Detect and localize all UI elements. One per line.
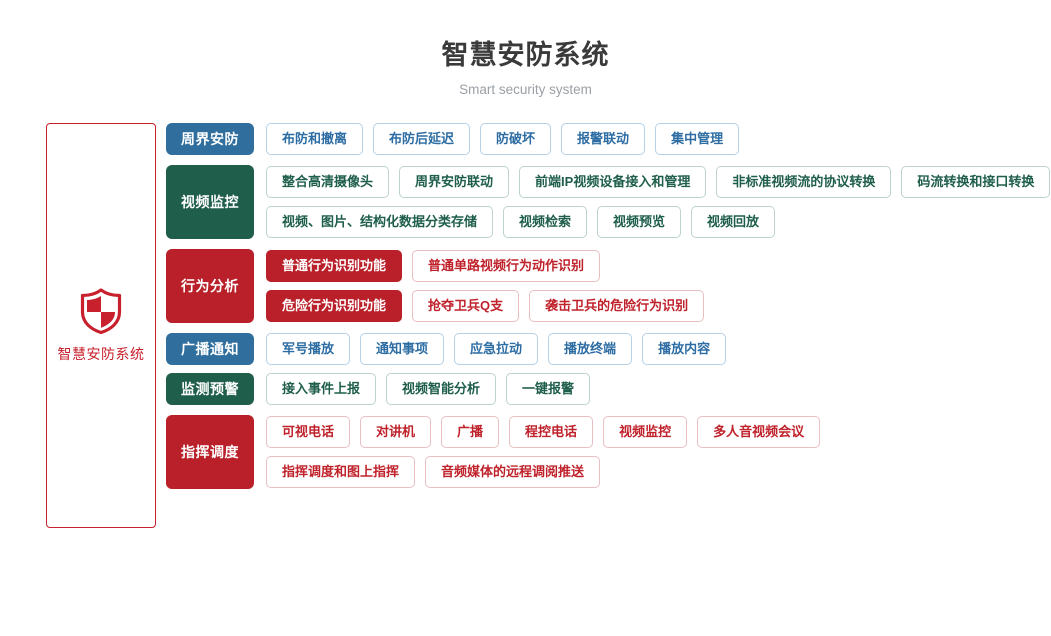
chip-item[interactable]: 码流转换和接口转换	[901, 166, 1051, 198]
brand-card: 智慧安防系统	[46, 123, 156, 528]
chip-item[interactable]: 布防后延迟	[373, 123, 471, 155]
row-command-dispatch: 指挥调度 可视电话 对讲机 广播 程控电话 视频监控 多人音视频会议 指挥调度和…	[166, 415, 1051, 489]
row-label-behavior-analysis[interactable]: 行为分析	[166, 249, 254, 323]
item-line: 军号播放 通知事项 应急拉动 播放终端 播放内容	[266, 333, 1051, 365]
page-title: 智慧安防系统	[441, 40, 610, 70]
chip-item[interactable]: 布防和撤离	[266, 123, 364, 155]
chip-item[interactable]: 音频媒体的远程调阅推送	[425, 456, 601, 488]
row-perimeter-security: 周界安防 布防和撤离 布防后延迟 防破坏 报警联动 集中管理	[166, 123, 1051, 155]
architecture-diagram: 智慧安防系统 周界安防 布防和撤离 布防后延迟 防破坏 报警联动 集中管理 视频…	[0, 123, 1051, 528]
row-label-command-dispatch[interactable]: 指挥调度	[166, 415, 254, 489]
chip-item[interactable]: 抢夺卫兵Q支	[412, 290, 520, 322]
row-items-monitoring-alert: 接入事件上报 视频智能分析 一键报警	[266, 373, 1051, 405]
row-video-surveillance: 视频监控 整合高清摄像头 周界安防联动 前端IP视频设备接入和管理 非标准视频流…	[166, 165, 1051, 239]
row-label-monitoring-alert[interactable]: 监测预警	[166, 373, 254, 405]
item-line: 布防和撤离 布防后延迟 防破坏 报警联动 集中管理	[266, 123, 1051, 155]
chip-item[interactable]: 前端IP视频设备接入和管理	[519, 166, 707, 198]
item-line: 危险行为识别功能 抢夺卫兵Q支 袭击卫兵的危险行为识别	[266, 290, 1051, 322]
item-line: 指挥调度和图上指挥 音频媒体的远程调阅推送	[266, 456, 1051, 488]
chip-item-primary[interactable]: 危险行为识别功能	[266, 290, 403, 322]
chip-item[interactable]: 视频回放	[691, 206, 776, 238]
row-list: 周界安防 布防和撤离 布防后延迟 防破坏 报警联动 集中管理 视频监控 整合高清…	[166, 123, 1051, 489]
row-monitoring-alert: 监测预警 接入事件上报 视频智能分析 一键报警	[166, 373, 1051, 405]
chip-item[interactable]: 整合高清摄像头	[266, 166, 390, 198]
row-label-broadcast-notice[interactable]: 广播通知	[166, 333, 254, 365]
chip-item[interactable]: 非标准视频流的协议转换	[716, 166, 892, 198]
row-items-broadcast-notice: 军号播放 通知事项 应急拉动 播放终端 播放内容	[266, 333, 1051, 365]
row-items-video-surveillance: 整合高清摄像头 周界安防联动 前端IP视频设备接入和管理 非标准视频流的协议转换…	[266, 165, 1051, 239]
chip-item[interactable]: 应急拉动	[454, 333, 539, 365]
chip-item[interactable]: 视频监控	[603, 416, 688, 448]
chip-item[interactable]: 一键报警	[506, 373, 591, 405]
chip-item[interactable]: 普通单路视频行为动作识别	[412, 250, 601, 282]
chip-item[interactable]: 播放终端	[548, 333, 633, 365]
row-label-perimeter-security[interactable]: 周界安防	[166, 123, 254, 155]
chip-item[interactable]: 报警联动	[561, 123, 646, 155]
chip-item[interactable]: 指挥调度和图上指挥	[266, 456, 416, 488]
chip-item[interactable]: 播放内容	[642, 333, 727, 365]
row-items-behavior-analysis: 普通行为识别功能 普通单路视频行为动作识别 危险行为识别功能 抢夺卫兵Q支 袭击…	[266, 249, 1051, 323]
item-line: 整合高清摄像头 周界安防联动 前端IP视频设备接入和管理 非标准视频流的协议转换…	[266, 166, 1051, 198]
row-broadcast-notice: 广播通知 军号播放 通知事项 应急拉动 播放终端 播放内容	[166, 333, 1051, 365]
item-line: 可视电话 对讲机 广播 程控电话 视频监控 多人音视频会议	[266, 416, 1051, 448]
item-line: 普通行为识别功能 普通单路视频行为动作识别	[266, 250, 1051, 282]
chip-item[interactable]: 防破坏	[480, 123, 552, 155]
page-subtitle: Smart security system	[459, 82, 592, 97]
chip-item[interactable]: 视频、图片、结构化数据分类存储	[266, 206, 494, 238]
chip-item[interactable]: 通知事项	[360, 333, 445, 365]
row-items-perimeter-security: 布防和撤离 布防后延迟 防破坏 报警联动 集中管理	[266, 123, 1051, 155]
row-behavior-analysis: 行为分析 普通行为识别功能 普通单路视频行为动作识别 危险行为识别功能 抢夺卫兵…	[166, 249, 1051, 323]
shield-icon	[79, 287, 123, 334]
row-items-command-dispatch: 可视电话 对讲机 广播 程控电话 视频监控 多人音视频会议 指挥调度和图上指挥 …	[266, 415, 1051, 489]
chip-item[interactable]: 对讲机	[360, 416, 432, 448]
chip-item[interactable]: 视频预览	[597, 206, 682, 238]
chip-item[interactable]: 集中管理	[655, 123, 740, 155]
chip-item-primary[interactable]: 普通行为识别功能	[266, 250, 403, 282]
chip-item[interactable]: 广播	[441, 416, 500, 448]
item-line: 视频、图片、结构化数据分类存储 视频检索 视频预览 视频回放	[266, 206, 1051, 238]
chip-item[interactable]: 接入事件上报	[266, 373, 377, 405]
chip-item[interactable]: 多人音视频会议	[697, 416, 821, 448]
page-header: 智慧安防系统 Smart security system	[0, 0, 1051, 99]
chip-item[interactable]: 视频智能分析	[386, 373, 497, 405]
row-label-video-surveillance[interactable]: 视频监控	[166, 165, 254, 239]
chip-item[interactable]: 程控电话	[509, 416, 594, 448]
chip-item[interactable]: 袭击卫兵的危险行为识别	[529, 290, 705, 322]
chip-item[interactable]: 可视电话	[266, 416, 351, 448]
brand-label: 智慧安防系统	[57, 345, 145, 362]
chip-item[interactable]: 军号播放	[266, 333, 351, 365]
item-line: 接入事件上报 视频智能分析 一键报警	[266, 373, 1051, 405]
chip-item[interactable]: 视频检索	[503, 206, 588, 238]
chip-item[interactable]: 周界安防联动	[399, 166, 510, 198]
